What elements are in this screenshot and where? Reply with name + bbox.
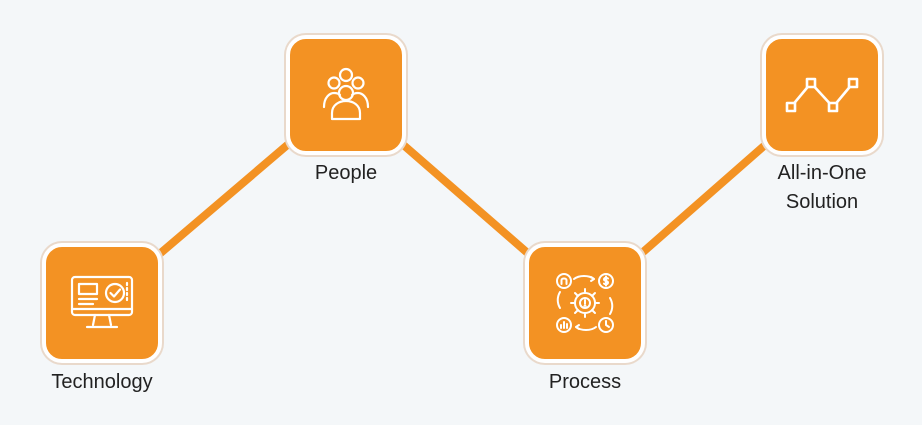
node-label-people: People <box>314 162 378 184</box>
node-people <box>286 35 406 155</box>
gear-process-icon <box>556 273 614 333</box>
node-all-in-one <box>762 35 882 155</box>
node-process <box>525 243 645 363</box>
monitor-check-icon <box>70 275 134 329</box>
node-technology <box>42 243 162 363</box>
node-label-process: Process <box>548 371 622 393</box>
node-label-technology: Technology <box>51 371 153 393</box>
line-chart-icon <box>785 77 859 113</box>
group-people-icon <box>322 67 370 121</box>
node-label-all-in-one: All-in-One Solution <box>777 162 867 213</box>
